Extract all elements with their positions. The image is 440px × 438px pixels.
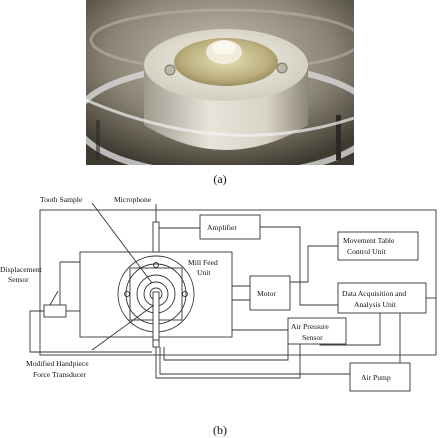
caption-a: (a): [213, 172, 227, 186]
amplifier-box: [199, 214, 261, 240]
movement-table-label-1: Movement Table: [343, 236, 395, 245]
air-pressure-sensor-box: [287, 317, 347, 345]
displacement-sensor: [43, 304, 67, 318]
microphone-label: Microphone: [114, 195, 152, 204]
amplifier-label: Amplifier: [207, 223, 237, 232]
outer-frame: [39, 209, 437, 356]
daq-label-2: Analysis Unit: [354, 300, 397, 309]
mill-feed-label-2: Unit: [197, 268, 211, 277]
specimen-photo: [86, 0, 354, 165]
air-pump-label: Air Pump: [361, 373, 391, 382]
motor-label: Motor: [257, 289, 276, 298]
movement-table-label-2: Control Unit: [347, 247, 386, 256]
air-pressure-label-1: Air Pressure: [291, 322, 329, 331]
handpiece-label-2: Force Transducer: [33, 370, 86, 379]
displacement-label-2: Sensor: [8, 275, 29, 284]
displacement-label-1: Displacement: [0, 265, 43, 274]
handpiece-tip: [152, 339, 160, 348]
caption-b: (b): [213, 423, 227, 437]
movement-table-box: [337, 231, 419, 261]
tooth-sample-label: Tooth Sample: [40, 195, 83, 204]
handpiece-label-1: Modified Handpiece: [26, 359, 89, 368]
schematic-diagram: Amplifier Motor Movement Table Control U…: [0, 195, 437, 392]
air-pressure-label-2: Sensor: [302, 333, 323, 342]
air-pump-box: [349, 362, 411, 392]
mill-feed-label-1: Mill Feed: [188, 258, 218, 267]
motor-box: [249, 275, 291, 311]
daq-label-1: Data Acquisition and: [342, 289, 406, 298]
microphone-device: [152, 221, 160, 253]
handpiece: [152, 291, 160, 343]
daq-box: [337, 282, 427, 314]
